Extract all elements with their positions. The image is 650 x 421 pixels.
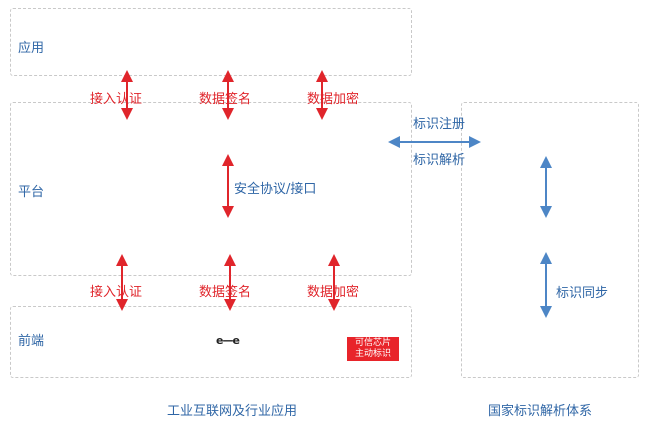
device-glyph: e—e	[216, 334, 240, 347]
caption-industrial-internet: 工业互联网及行业应用	[167, 404, 298, 419]
upper-label-data-signature: 数据签名	[199, 92, 252, 107]
trusted-chip-badge: 可信芯片 主动标识	[347, 337, 399, 361]
badge-line-1: 可信芯片	[354, 338, 391, 348]
platform-layer-label: 平台	[18, 185, 45, 200]
national-identity-system-box	[461, 102, 639, 378]
upper-label-access-auth: 接入认证	[90, 92, 143, 107]
application-layer-label: 应用	[18, 41, 45, 56]
badge-line-2: 主动标识	[354, 349, 391, 359]
platform-layer-box	[10, 102, 412, 276]
platform-center-label: 安全协议/接口	[234, 182, 317, 197]
application-layer-box	[10, 8, 412, 76]
caption-national-identity-system: 国家标识解析体系	[488, 404, 593, 419]
lower-label-data-encryption: 数据加密	[307, 285, 360, 300]
lower-label-data-signature: 数据签名	[199, 285, 252, 300]
frontend-layer-box	[10, 306, 412, 378]
frontend-layer-label: 前端	[18, 334, 45, 349]
identity-register-label: 标识注册	[413, 117, 466, 132]
identity-resolve-label: 标识解析	[413, 153, 466, 168]
identity-sync-label: 标识同步	[556, 286, 609, 301]
lower-label-access-auth: 接入认证	[90, 285, 143, 300]
upper-label-data-encryption: 数据加密	[307, 92, 360, 107]
